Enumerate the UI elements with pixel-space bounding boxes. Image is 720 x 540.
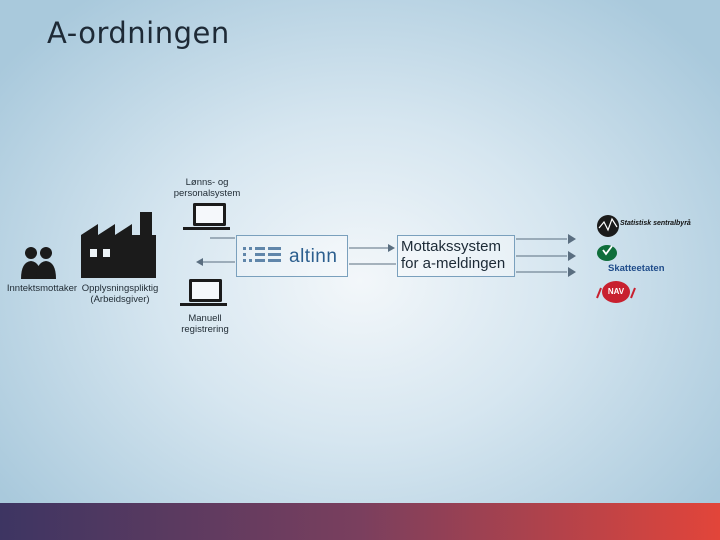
laptop-icon-top: [183, 203, 230, 230]
mottakssystem-label: Mottakssystem for a-meldingen: [401, 238, 513, 272]
ssb-label: Statistisk sentralbyrå: [620, 220, 691, 227]
nav-label: NAV: [607, 287, 625, 296]
footer-bar: [0, 503, 720, 540]
mottakssystem-line1: Mottakssystem: [401, 238, 502, 255]
altinn-label: altinn: [289, 246, 338, 267]
opplysningspliktig-line2: (Arbeidsgiver): [90, 294, 150, 305]
inntektsmottaker-label: Inntektsmottaker: [6, 283, 78, 294]
manuell-label-line2: registrering: [181, 324, 229, 335]
laptop-icon-bottom: [180, 279, 227, 306]
mottakssystem-line2: for a-meldingen: [401, 255, 506, 272]
altinn-box: [236, 235, 348, 277]
arrow-in-altinn: [196, 237, 235, 266]
ssb-logo-icon: [597, 215, 619, 237]
persons-icon: [21, 247, 56, 279]
skatteetaten-label: Skatteetaten: [608, 263, 665, 274]
lonns-label-line2: personalsystem: [173, 188, 241, 199]
page-title: A-ordningen: [47, 16, 230, 50]
nav-logo-icon: [596, 281, 636, 303]
skatteetaten-logo-icon: [597, 245, 617, 261]
arrow-altinn-mottak: [349, 244, 396, 265]
opplysningspliktig-line1: Opplysningspliktig: [81, 283, 159, 294]
lonns-label: Lønns- og personalsystem: [168, 177, 246, 199]
lonns-label-line1: Lønns- og: [185, 177, 229, 188]
arrow-mottak-agencies: [516, 234, 576, 277]
manuell-label: Manuell registrering: [168, 313, 242, 335]
factory-icon: [81, 212, 156, 278]
altinn-logo-icon: [243, 247, 281, 262]
mottakssystem-box: [397, 235, 515, 277]
opplysningspliktig-label: Opplysningspliktig (Arbeidsgiver): [78, 283, 162, 305]
manuell-label-line1: Manuell: [188, 313, 222, 324]
